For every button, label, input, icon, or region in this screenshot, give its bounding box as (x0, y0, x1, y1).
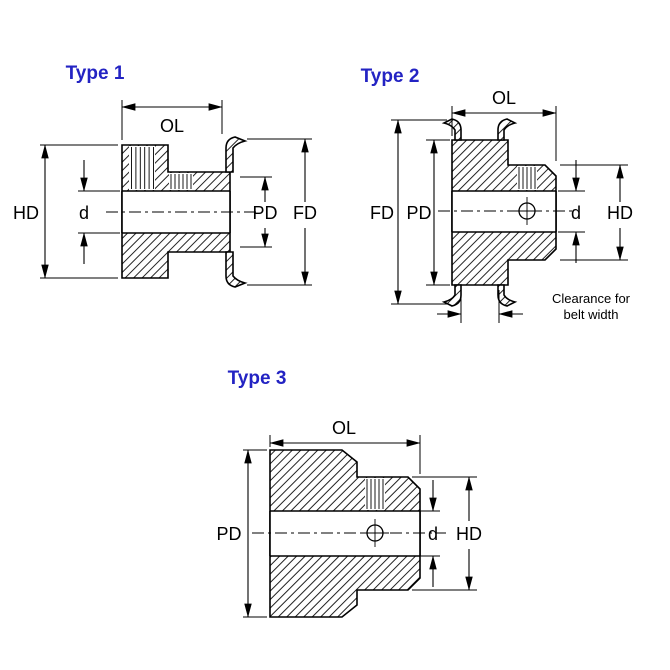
type1-ol-label: OL (160, 116, 184, 136)
type2-dim-hd: HD (607, 164, 633, 261)
type2-drawing: Type 2 OL FD (361, 66, 633, 323)
type2-extension-lines (391, 106, 628, 323)
type1-dim-d: d (79, 160, 89, 264)
type1-set-screw-hub (129, 146, 155, 190)
type1-bore-edges (121, 190, 231, 234)
type2-ol-label: OL (492, 88, 516, 108)
type1-drawing: Type 1 OL HD (13, 63, 317, 288)
type2-pd-label: PD (406, 203, 431, 223)
type2-fd-label: FD (370, 203, 394, 223)
type2-set-screw-hole (513, 197, 541, 225)
type1-dim-fd: FD (293, 138, 317, 286)
type2-dim-fd: FD (370, 119, 402, 305)
type1-dim-hd: HD (13, 144, 49, 279)
type1-flange-bottom (225, 251, 248, 288)
type2-flange-top-right (497, 118, 518, 141)
type1-fd-label: FD (293, 203, 317, 223)
type1-set-screw-face (169, 173, 193, 190)
type2-title: Type 2 (361, 66, 420, 87)
type2-dim-ol: OL (451, 88, 557, 117)
type2-clearance-callout: Clearance for belt width (437, 291, 631, 322)
type3-set-screw-thread (365, 478, 385, 510)
type2-clearance-note-line2: belt width (564, 307, 619, 322)
type3-dim-pd: PD (216, 449, 252, 618)
type2-clearance-note-line1: Clearance for (552, 291, 631, 306)
type3-d-label: d (428, 524, 438, 544)
type3-ol-label: OL (332, 418, 356, 438)
type3-title: Type 3 (228, 368, 287, 389)
type2-flange-top-left (441, 118, 462, 141)
type3-dim-hd: HD (456, 476, 482, 591)
type3-dim-ol: OL (269, 418, 421, 447)
type3-pd-label: PD (216, 524, 241, 544)
type3-hd-label: HD (456, 524, 482, 544)
type3-dim-d: d (428, 480, 438, 587)
type1-dim-pd: PD (252, 176, 278, 248)
type2-bore-edges (451, 190, 557, 233)
type1-hd-label: HD (13, 203, 39, 223)
type2-flange-bottom-left (441, 284, 462, 307)
type1-pd-label: PD (252, 203, 277, 223)
type2-d-label: d (571, 203, 581, 223)
type1-flange-top (225, 136, 248, 173)
type1-title: Type 1 (66, 63, 125, 84)
type1-extension-lines (40, 100, 312, 286)
type2-dim-d: d (571, 160, 581, 263)
type3-drawing: Type 3 OL PD d (216, 368, 482, 618)
type2-flange-bottom-right (497, 284, 518, 307)
type3-bore-edges (269, 510, 421, 557)
type2-dim-pd: PD (406, 139, 438, 286)
type3-set-screw-hole (361, 519, 389, 547)
type2-set-screw-thread (517, 166, 537, 190)
type1-dim-ol: OL (121, 103, 223, 136)
type2-hd-label: HD (607, 203, 633, 223)
type1-d-label: d (79, 203, 89, 223)
